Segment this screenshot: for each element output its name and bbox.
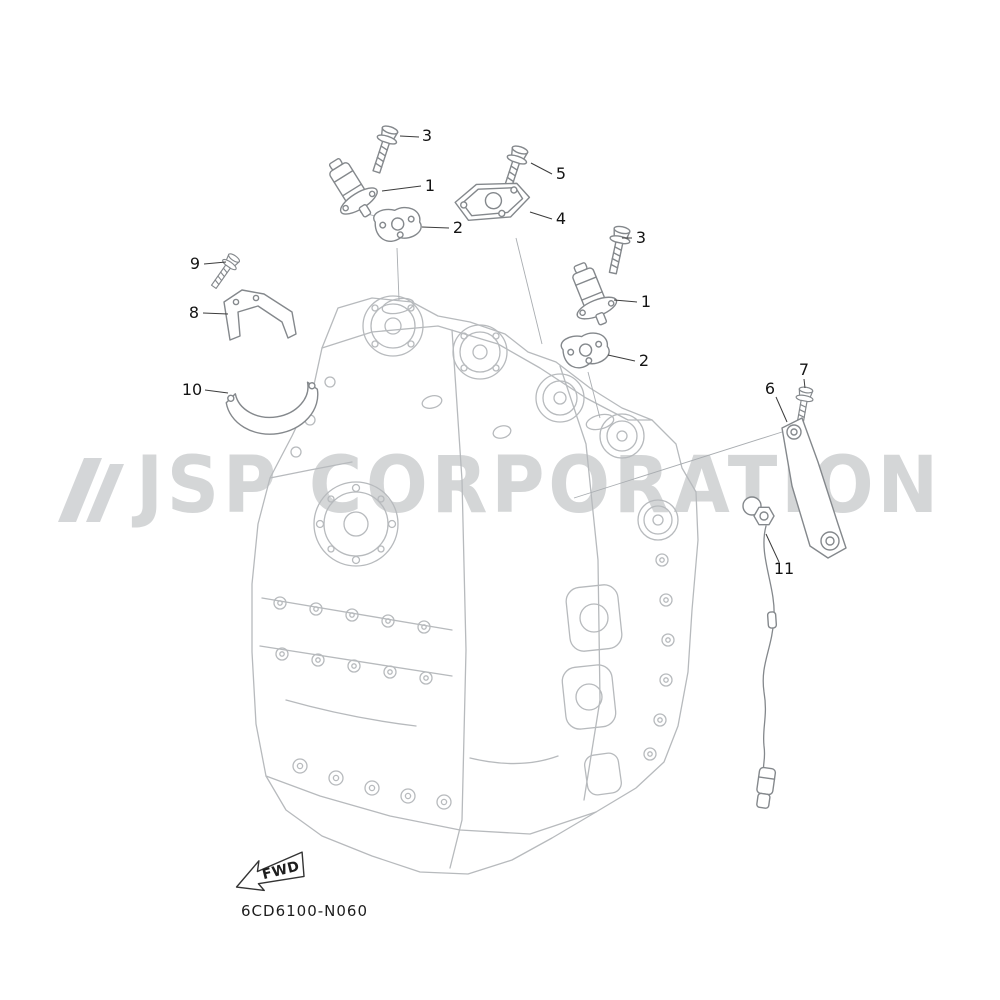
part-4-cover (454, 182, 531, 222)
watermark-logo-mark-2 (86, 464, 124, 522)
callout-8: 8 (189, 303, 199, 322)
diagram-code: 6CD6100-N060 (241, 902, 368, 920)
part-2-gasket-left (372, 204, 424, 245)
engine-block-art (251, 295, 699, 875)
fwd-arrow-shape (235, 851, 305, 892)
callout-2-left: 2 (453, 218, 463, 237)
callout-7: 7 (799, 360, 809, 379)
part-6-bracket (781, 417, 847, 559)
callout-2-right: 2 (639, 351, 649, 370)
callout-9: 9 (190, 254, 200, 273)
callout-1-left: 1 (425, 176, 435, 195)
callout-4: 4 (556, 209, 566, 228)
callouts: 3 1 2 5 4 3 1 2 9 8 10 7 6 11 (182, 126, 809, 578)
callout-1-right: 1 (641, 292, 651, 311)
callout-3-top: 3 (422, 126, 432, 145)
part-10-clamp (225, 381, 319, 435)
fwd-arrow: FWD (235, 851, 305, 892)
part-3-bolt-right (602, 224, 634, 276)
part-3-bolt-top (366, 123, 402, 176)
sensor-cable (762, 525, 775, 773)
callout-3-right: 3 (636, 228, 646, 247)
callout-5: 5 (556, 164, 566, 183)
leader-lines (202, 135, 806, 563)
callout-10: 10 (182, 380, 202, 399)
sensor-connector (756, 766, 777, 809)
part-8-bracket (223, 289, 297, 341)
part-2-gasket-right (559, 328, 613, 372)
watermark-logo-mark (58, 458, 102, 522)
callout-6: 6 (765, 379, 775, 398)
part-11-sensor (742, 496, 778, 809)
part-9-screw (206, 250, 243, 292)
callout-11: 11 (774, 559, 794, 578)
